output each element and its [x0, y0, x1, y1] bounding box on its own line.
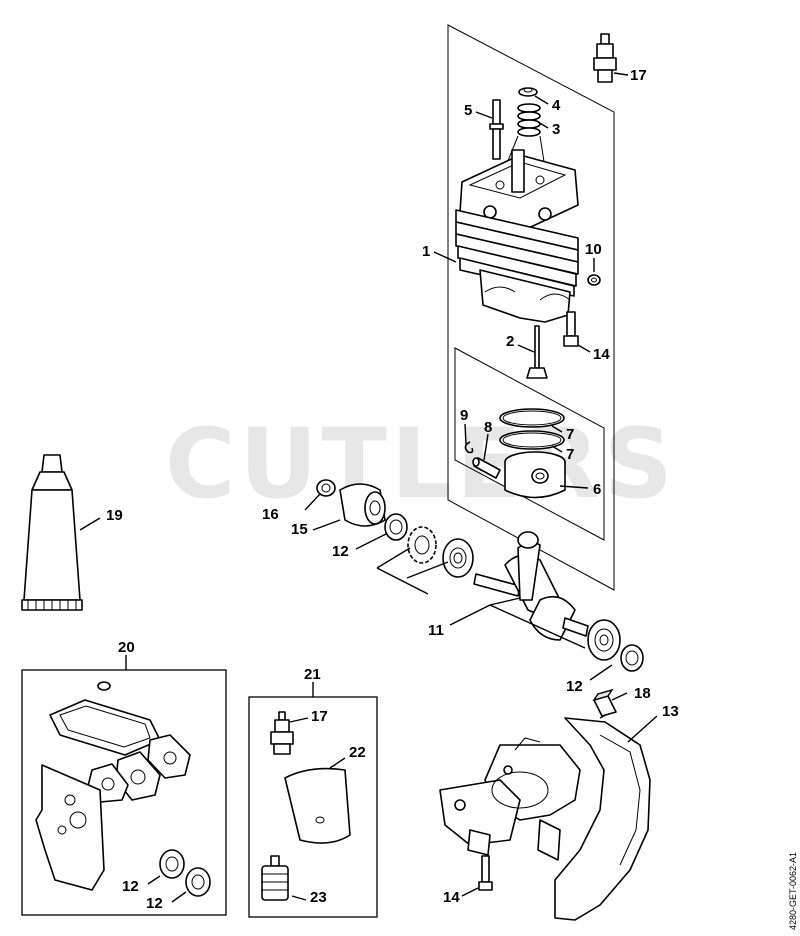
callout-6: 6 — [593, 481, 601, 498]
gasket-kit-box — [21, 669, 227, 916]
callout-13: 13 — [662, 703, 679, 720]
stud-part — [489, 99, 504, 160]
callout-12-kit-b: 12 — [146, 895, 163, 912]
callout-14-bottom: 14 — [443, 889, 460, 906]
small-bearing-part — [384, 513, 408, 541]
piston-pin-part — [472, 457, 501, 479]
gasket-set-parts — [35, 681, 191, 891]
crank-bearing-part — [442, 538, 474, 578]
cylinder-part — [455, 149, 579, 323]
crankshaft-part — [473, 531, 589, 641]
callout-20: 20 — [118, 639, 135, 656]
air-filter-part — [284, 767, 351, 844]
callout-19: 19 — [106, 507, 123, 524]
callout-17-top: 17 — [630, 67, 647, 84]
fan-wheel-part — [339, 483, 386, 527]
callout-14-top: 14 — [593, 346, 610, 363]
grease-tube-part — [21, 454, 83, 611]
callout-17-kit: 17 — [311, 708, 328, 725]
callout-5: 5 — [464, 102, 472, 119]
gear-part — [407, 526, 437, 564]
crankcase-part — [439, 717, 651, 921]
callout-23: 23 — [310, 889, 327, 906]
leader-lines — [79, 72, 658, 903]
spark-plug-part — [593, 33, 617, 83]
drawing-code: 4280-GET-0062-A1 — [788, 852, 798, 930]
callout-3: 3 — [552, 121, 560, 138]
callout-7-lower: 7 — [566, 446, 574, 463]
callout-16: 16 — [262, 506, 279, 523]
callout-15: 15 — [291, 521, 308, 538]
seal-ring-part — [620, 644, 644, 672]
piston-group-frame — [454, 347, 605, 541]
callout-12-kit-a: 12 — [122, 878, 139, 895]
callout-9: 9 — [460, 407, 468, 424]
callout-18: 18 — [634, 685, 651, 702]
callout-12-right: 12 — [566, 678, 583, 695]
circlip-part — [464, 441, 474, 454]
callout-22: 22 — [349, 744, 366, 761]
callout-2: 2 — [506, 333, 514, 350]
callout-11: 11 — [428, 622, 444, 639]
clip-part — [592, 688, 617, 717]
callout-labels: 17 5 4 3 1 10 14 2 7 7 9 8 6 16 15 12 11… — [106, 67, 679, 912]
piston-rings-part — [499, 408, 565, 450]
kit-bearing-parts — [159, 849, 211, 897]
callout-8: 8 — [484, 419, 492, 436]
callout-7-upper: 7 — [566, 426, 574, 443]
flywheel-nut-part — [316, 479, 336, 497]
valve-part — [526, 325, 548, 379]
callout-1: 1 — [422, 243, 430, 260]
callout-21: 21 — [304, 666, 321, 683]
cylinder-group-frame — [447, 24, 615, 591]
nut-part — [587, 274, 601, 286]
crankcase-screw-part — [478, 855, 493, 891]
callout-4: 4 — [552, 97, 561, 114]
fuel-filter-part — [261, 855, 289, 901]
main-bearing-part — [587, 619, 621, 661]
callout-10: 10 — [585, 241, 602, 258]
callout-12-upper: 12 — [332, 543, 349, 560]
screw-part — [563, 311, 579, 347]
kit-spark-plug-part — [270, 711, 294, 755]
watermark: CUTLERS — [165, 408, 677, 520]
piston-part — [504, 451, 566, 499]
